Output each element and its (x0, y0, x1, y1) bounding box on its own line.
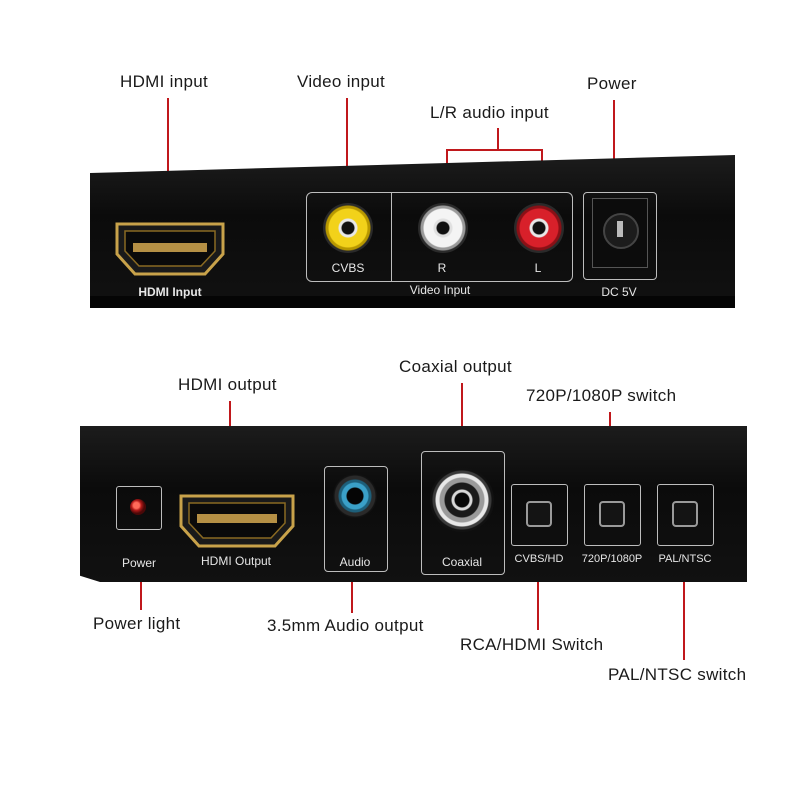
r-audio-label: R (437, 261, 447, 275)
callout-pal-ntsc-switch: PAL/NTSC switch (608, 665, 747, 684)
dc-jack (592, 198, 648, 268)
callout-power: Power (587, 74, 637, 93)
leader-audio-output (351, 580, 353, 613)
leader-rca-hdmi-switch (537, 572, 539, 630)
coaxial-jack (430, 468, 494, 532)
callout-hdmi-output: HDMI output (178, 375, 277, 394)
cvbs-hd-switch[interactable] (526, 501, 552, 527)
audio-output-box (324, 466, 388, 572)
audio-output-jack (333, 474, 377, 518)
leader-coaxial-output (461, 383, 463, 453)
coaxial-box (421, 451, 505, 575)
video-input-group-label: Video Input (409, 283, 471, 297)
pal-ntsc-label: PAL/NTSC (658, 553, 712, 565)
cvbs-hd-switch-frame (511, 484, 568, 546)
leader-lr-bracket-bar (446, 149, 543, 151)
pal-ntsc-switch-frame (657, 484, 714, 546)
cvbs-box (306, 192, 392, 282)
cvbs-hd-label: CVBS/HD (514, 553, 564, 565)
res-label: 720P/1080P (581, 553, 643, 565)
leader-pal-ntsc-switch (683, 572, 685, 660)
hdmi-output-label: HDMI Output (200, 554, 272, 568)
leader-hdmi-input (167, 98, 169, 182)
audio-input-box (390, 192, 573, 282)
callout-hdmi-input: HDMI input (120, 72, 209, 91)
power-led (116, 486, 162, 530)
hdmi-input-label: HDMI Input (138, 285, 202, 299)
leader-power (613, 100, 615, 184)
leader-lr-bracket-stem (497, 128, 499, 150)
callout-audio-output: 3.5mm Audio output (267, 616, 424, 635)
cvbs-label: CVBS (331, 261, 365, 275)
res-720-1080-switch[interactable] (599, 501, 625, 527)
callout-lr-audio-input: L/R audio input (430, 103, 549, 122)
callout-720-1080-switch: 720P/1080P switch (526, 386, 677, 405)
callout-power-light: Power light (93, 614, 181, 633)
dc-label: DC 5V (601, 285, 637, 299)
callout-video-input: Video input (297, 72, 386, 91)
r-audio-jack (418, 203, 468, 253)
callout-rca-hdmi-switch: RCA/HDMI Switch (460, 635, 604, 654)
coaxial-label: Coaxial (441, 555, 483, 569)
input-panel-body-edge (90, 296, 735, 308)
l-audio-label: L (534, 261, 542, 275)
dc-box (583, 192, 657, 280)
leader-power-light (140, 580, 142, 610)
res-switch-frame (584, 484, 641, 546)
hdmi-output-port (177, 492, 297, 550)
l-audio-jack (514, 203, 564, 253)
leader-video-input (346, 98, 348, 184)
cvbs-jack (323, 203, 373, 253)
pal-ntsc-switch[interactable] (672, 501, 698, 527)
callout-coaxial-output: Coaxial output (399, 357, 512, 376)
hdmi-input-port (113, 220, 227, 278)
audio-label: Audio (339, 555, 371, 569)
power-label: Power (121, 556, 156, 570)
